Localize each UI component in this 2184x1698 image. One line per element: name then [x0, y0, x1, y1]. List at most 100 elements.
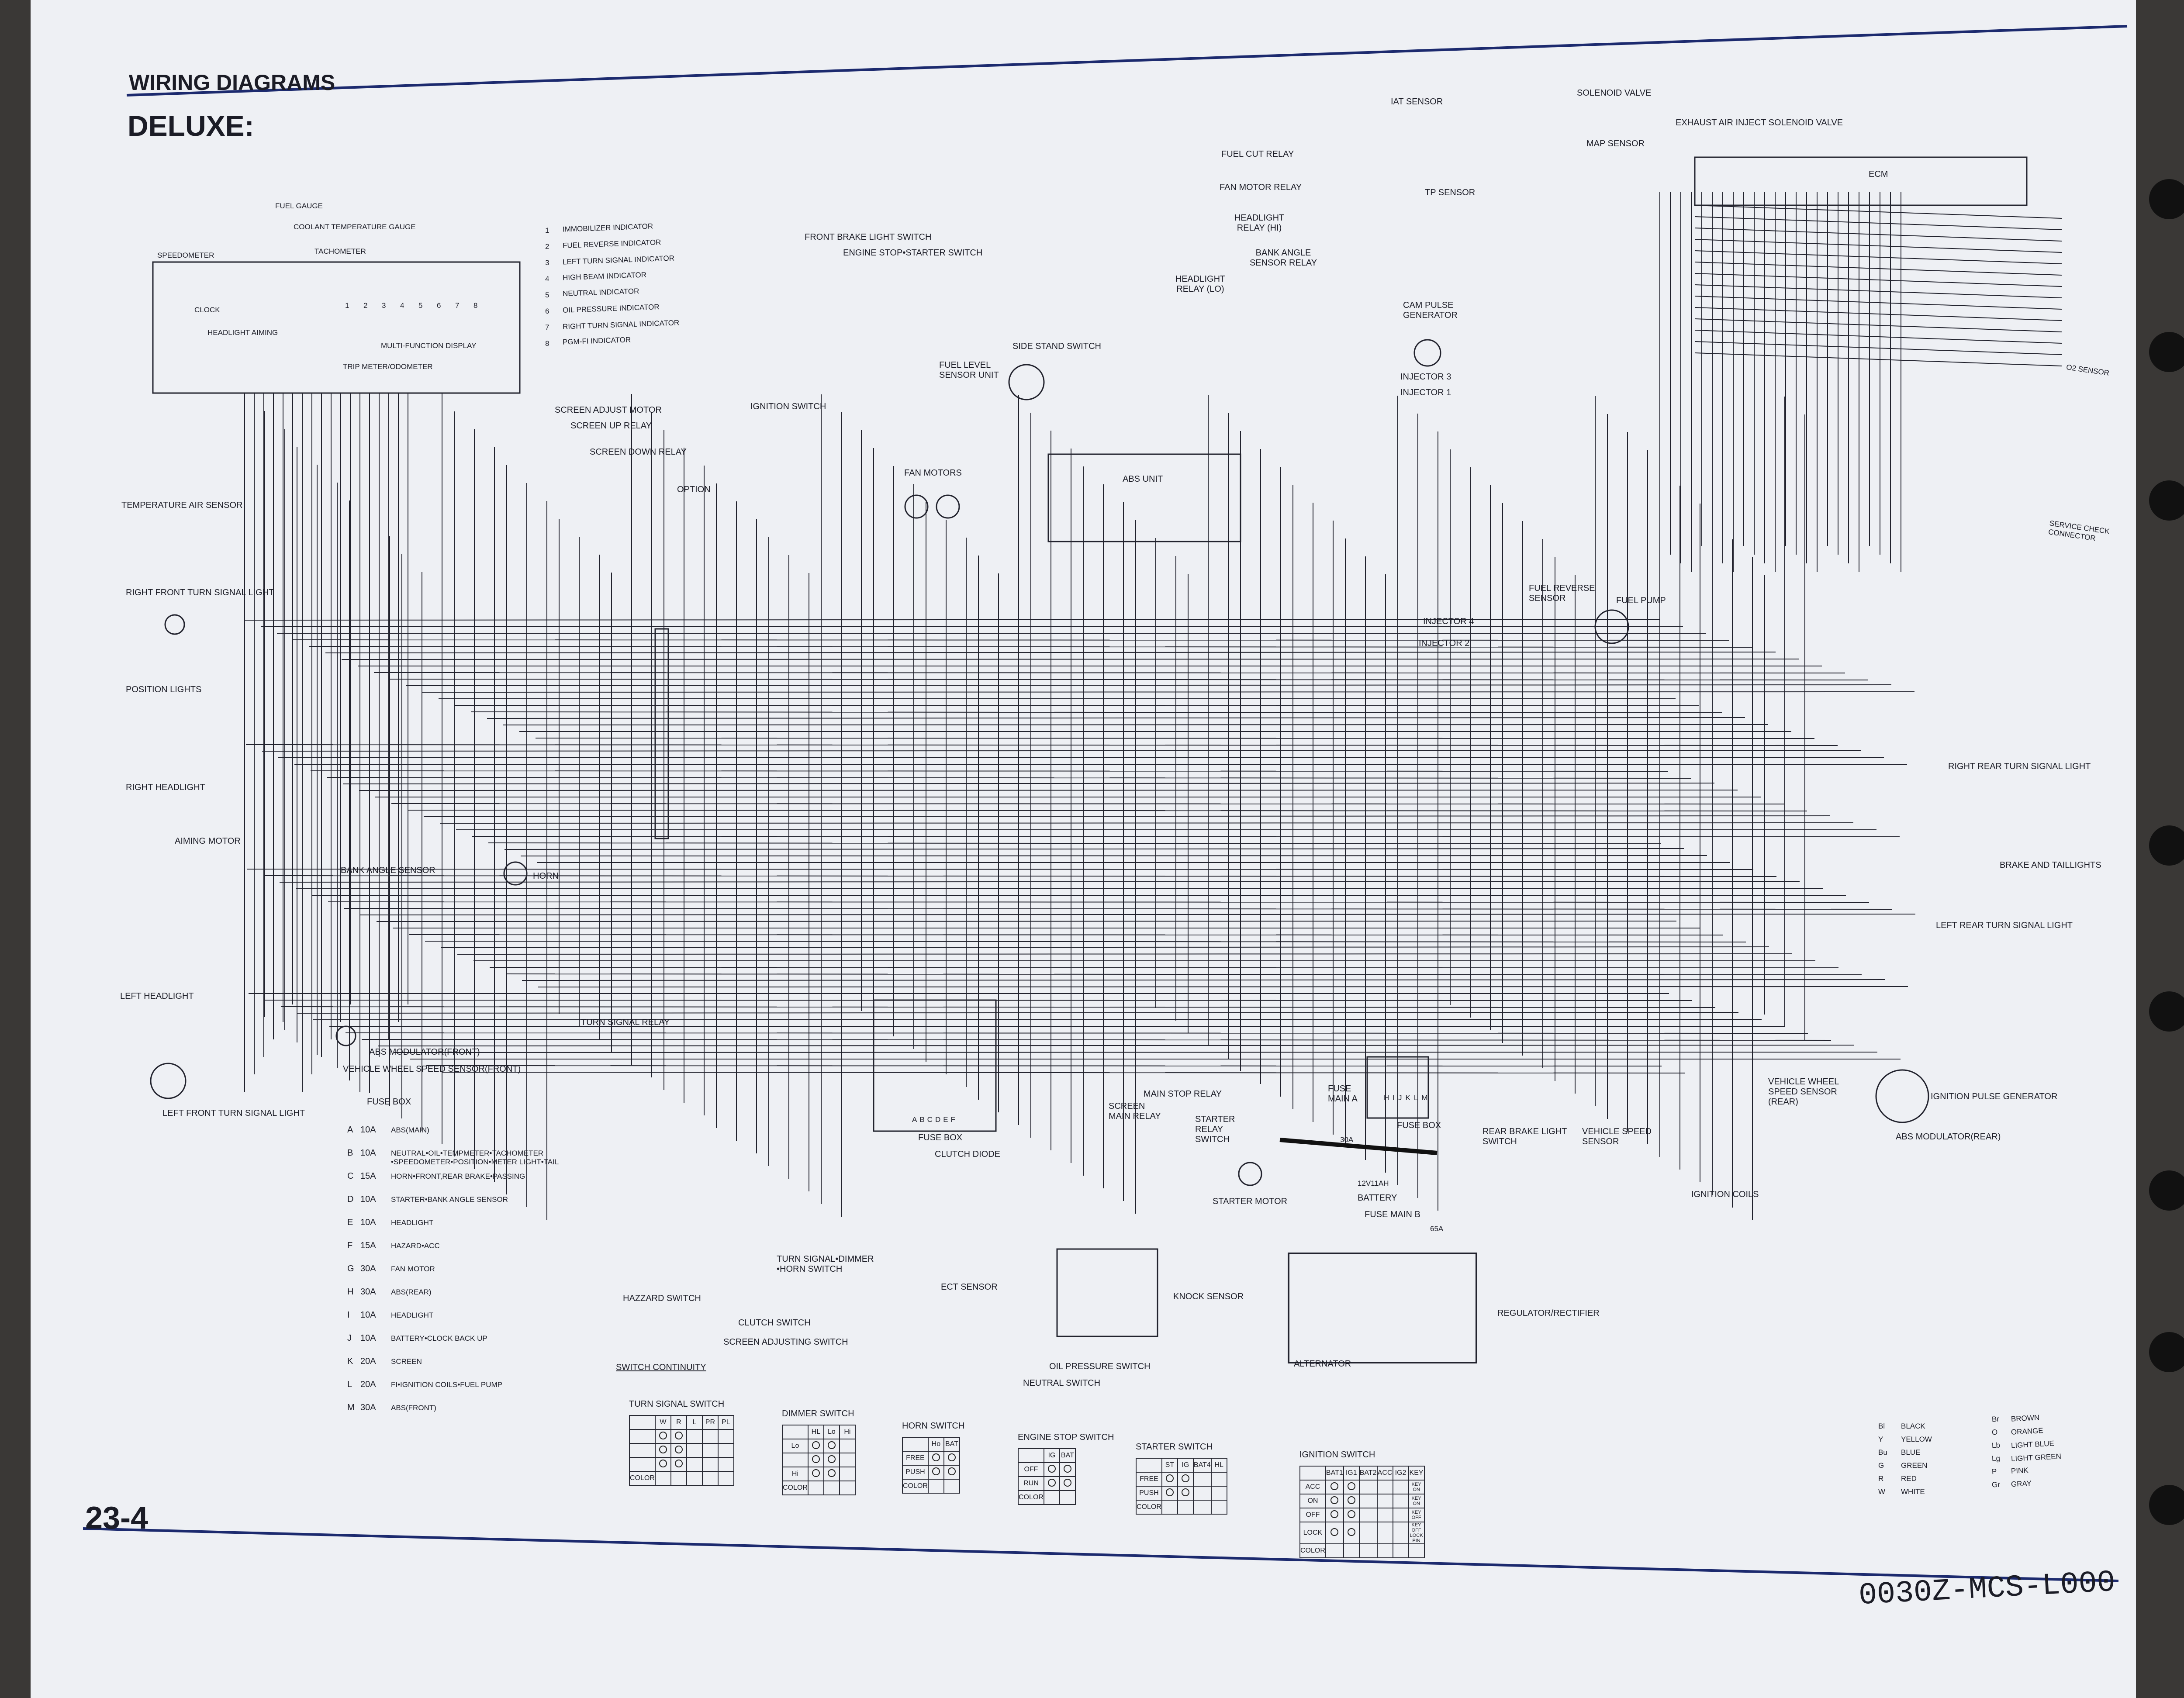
switch-row-header: RUN: [1018, 1476, 1044, 1491]
label-oil-pressure-switch: OIL PRESSURE SWITCH: [1049, 1362, 1151, 1371]
meter-position-number: 6: [437, 301, 441, 310]
switch-row-header: [629, 1429, 656, 1444]
switch-col-header: IG2: [1392, 1466, 1409, 1481]
label-injector-1: INJECTOR 1: [1400, 388, 1451, 397]
switch-row-header: OFF: [1299, 1508, 1326, 1522]
binder-hole: [2149, 332, 2184, 372]
fuse-amp: 10A: [360, 1148, 376, 1158]
meter-position-number: 4: [400, 301, 404, 310]
fuse-amp: 20A: [360, 1356, 376, 1366]
label-starter-relay: STARTER RELAY SWITCH: [1195, 1115, 1235, 1144]
switch-cell: [1210, 1486, 1227, 1501]
switch-row-header: OFF: [1018, 1462, 1044, 1477]
label-left-headlight: LEFT HEADLIGHT: [120, 991, 194, 1001]
switch-col-header: ACC: [1376, 1466, 1393, 1481]
page-number: 23-4: [85, 1501, 149, 1536]
binder-hole: [2149, 825, 2184, 866]
fuse-id: E: [347, 1218, 353, 1227]
switch-cell: [943, 1451, 960, 1466]
switch-col-header: BAT4: [1192, 1458, 1212, 1473]
switch-cell: [1358, 1508, 1378, 1522]
indicator-number: 5: [545, 291, 549, 299]
switch-table-title: DIMMER SWITCH: [782, 1409, 854, 1418]
fuse-desc: BATTERY•CLOCK BACK UP: [391, 1334, 487, 1343]
switch-col-header: [782, 1425, 809, 1439]
switch-cell: [1343, 1522, 1360, 1544]
label-map-sensor: MAP SENSOR: [1586, 139, 1645, 148]
color-code: Gr: [1991, 1480, 2001, 1489]
switch-cell: [686, 1471, 703, 1486]
switch-cell: [823, 1467, 840, 1481]
indicator-number: 3: [545, 259, 549, 267]
switch-col-header: IG: [1043, 1448, 1060, 1463]
switch-cell: [670, 1457, 687, 1472]
switch-cell: [1059, 1476, 1076, 1491]
fuse-id: K: [347, 1356, 353, 1366]
switch-row-header: ACC: [1299, 1480, 1326, 1494]
binder-hole: [2149, 1170, 2184, 1211]
meter-position-number: 7: [455, 301, 460, 310]
indicator-number: 7: [545, 323, 549, 331]
fuse-desc: ABS(MAIN): [391, 1126, 429, 1134]
label-alternator: ALTERNATOR: [1294, 1359, 1351, 1369]
fuse-desc: HORN•FRONT,REAR BRAKE•PASSING: [391, 1172, 525, 1180]
switch-continuity-title: SWITCH CONTINUITY: [616, 1363, 706, 1372]
switch-key-note: KEY ON: [1408, 1494, 1425, 1508]
switch-cell: [839, 1481, 856, 1495]
switch-cell: [823, 1481, 840, 1495]
color-code: Bu: [1878, 1448, 1887, 1456]
meter-position-number: 2: [363, 301, 368, 310]
label-screen-up-relay: SCREEN UP RELAY: [570, 421, 652, 431]
switch-row-header: Hi: [782, 1467, 809, 1481]
label-fuse-main-b-rating: 65A: [1430, 1225, 1444, 1233]
color-name: WHITE: [1901, 1487, 1925, 1496]
switch-cell: [807, 1453, 824, 1467]
switch-cell: [943, 1465, 960, 1480]
switch-col-header: [1018, 1448, 1044, 1463]
switch-cell: [654, 1443, 671, 1458]
switch-table-title: HORN SWITCH: [902, 1421, 965, 1431]
label-speedometer: SPEEDOMETER: [157, 251, 214, 259]
fuse-desc: ABS(REAR): [391, 1288, 432, 1296]
switch-cell: [839, 1467, 856, 1481]
color-code: W: [1878, 1487, 1886, 1496]
switch-cell: [927, 1479, 944, 1494]
switch-key-note: KEY ON: [1408, 1480, 1425, 1494]
switch-cell: [1343, 1480, 1360, 1494]
switch-row-header: [782, 1453, 809, 1467]
fuse-id: M: [347, 1403, 355, 1412]
switch-cell: [686, 1457, 703, 1472]
switch-cell: [1043, 1490, 1060, 1505]
label-engine-stop-switch: ENGINE STOP•STARTER SWITCH: [843, 248, 983, 258]
switch-cell: [1210, 1472, 1227, 1487]
label-front-brake-switch: FRONT BRAKE LIGHT SWITCH: [805, 232, 932, 242]
label-fan-motor-relay: FAN MOTOR RELAY: [1220, 183, 1302, 192]
switch-col-header: [1299, 1466, 1326, 1481]
label-hazard-switch: HAZZARD SWITCH: [623, 1294, 701, 1303]
switch-cell: [1392, 1494, 1409, 1508]
switch-row-header: Lo: [782, 1439, 809, 1453]
label-clock: CLOCK: [194, 306, 220, 314]
switch-row-header: COLOR: [629, 1471, 656, 1486]
switch-cell: [1376, 1522, 1393, 1544]
label-abs-unit: ABS UNIT: [1123, 474, 1163, 484]
switch-cell: [1043, 1476, 1060, 1491]
switch-cell: [807, 1481, 824, 1495]
fuse-amp: 10A: [360, 1310, 376, 1320]
switch-table-title: IGNITION SWITCH: [1299, 1450, 1375, 1460]
switch-col-header: ST: [1161, 1458, 1178, 1473]
fuse-amp: 30A: [360, 1287, 376, 1297]
color-code: Lb: [1991, 1441, 2001, 1450]
fuse-id: G: [347, 1264, 354, 1274]
meter-position-number: 5: [418, 301, 423, 310]
switch-row-header: [629, 1457, 656, 1472]
fuse-id: D: [347, 1194, 354, 1204]
indicator-number: 1: [545, 226, 549, 235]
switch-col-header: Lo: [823, 1425, 840, 1439]
switch-cell: [1325, 1480, 1344, 1494]
label-ignition-coils: IGNITION COILS: [1691, 1190, 1759, 1199]
switch-cell: [1358, 1494, 1378, 1508]
